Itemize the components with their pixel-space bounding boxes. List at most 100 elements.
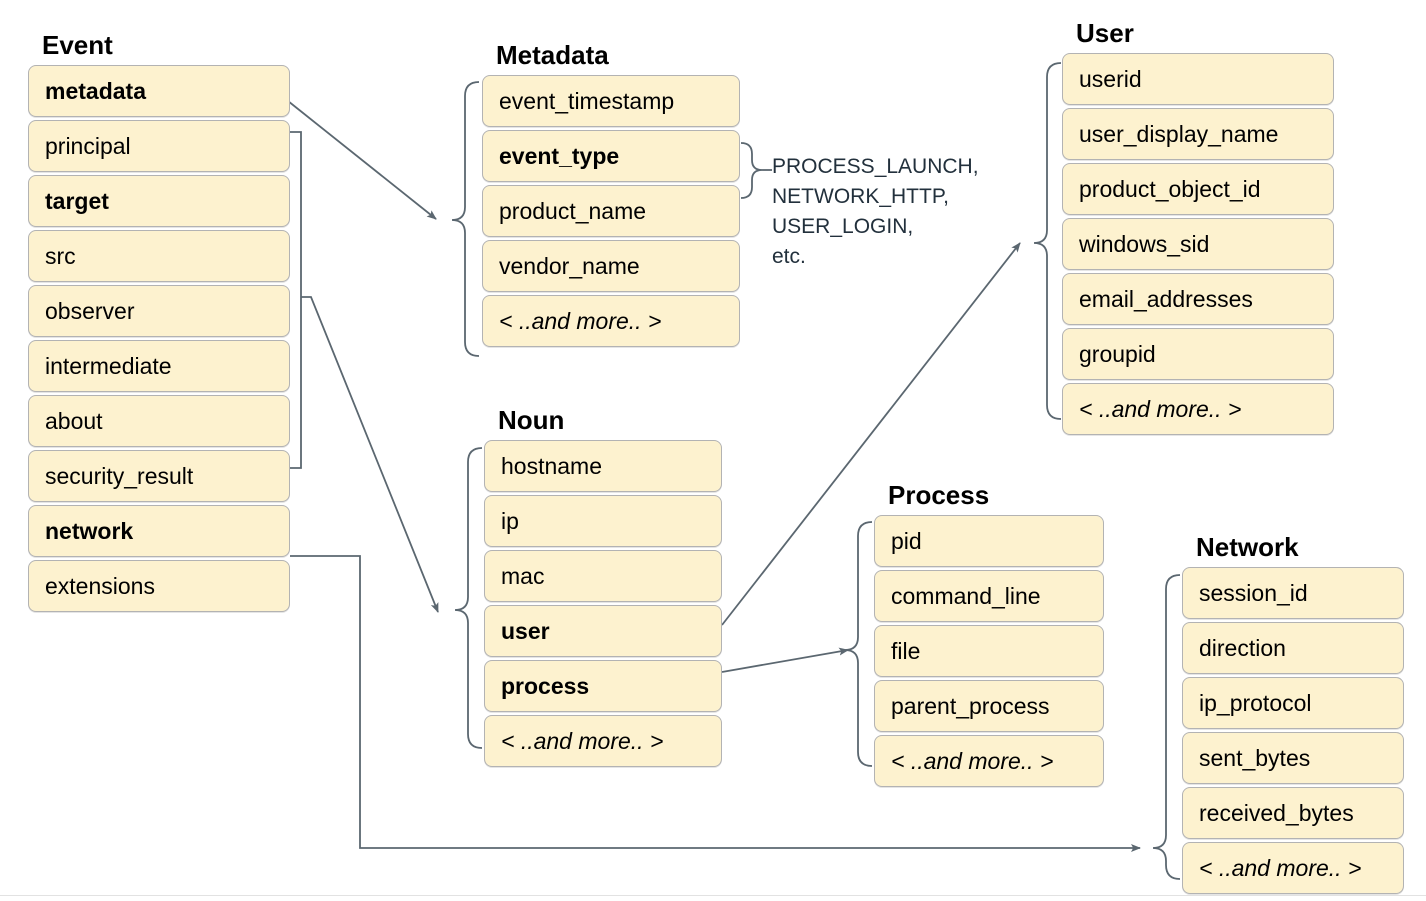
field-user-groupid[interactable]: groupid <box>1062 328 1334 380</box>
field-label: extensions <box>45 572 155 599</box>
field-list-event: metadata principal target src observer i… <box>28 65 290 612</box>
field-metadata-event-timestamp[interactable]: event_timestamp <box>482 75 740 127</box>
field-process-command-line[interactable]: command_line <box>874 570 1104 622</box>
field-noun-ip[interactable]: ip <box>484 495 722 547</box>
group-title-noun: Noun <box>498 405 565 435</box>
field-label: event_type <box>499 142 620 169</box>
field-user-email-addresses[interactable]: email_addresses <box>1062 273 1334 325</box>
field-label: < ..and more.. > <box>891 747 1054 774</box>
field-label: event_timestamp <box>499 87 675 114</box>
field-label: security_result <box>45 462 194 489</box>
field-label: process <box>501 672 590 699</box>
field-event-observer[interactable]: observer <box>28 285 290 337</box>
field-noun-user[interactable]: user <box>484 605 722 657</box>
field-network-session-id[interactable]: session_id <box>1182 567 1404 619</box>
field-event-src[interactable]: src <box>28 230 290 282</box>
field-label: userid <box>1079 65 1142 92</box>
group-process: Process pid command_line file parent_pro… <box>874 482 1104 787</box>
field-label: user_display_name <box>1079 120 1279 147</box>
field-label: product_object_id <box>1079 175 1261 202</box>
field-noun-and-more[interactable]: < ..and more.. > <box>484 715 722 767</box>
field-label: direction <box>1199 634 1286 661</box>
bracket-event-nouns <box>290 131 302 469</box>
field-list-process: pid command_line file parent_process < .… <box>874 515 1104 787</box>
field-user-and-more[interactable]: < ..and more.. > <box>1062 383 1334 435</box>
field-user-userid[interactable]: userid <box>1062 53 1334 105</box>
field-label: groupid <box>1079 340 1156 367</box>
field-label: user <box>501 617 550 644</box>
field-noun-mac[interactable]: mac <box>484 550 722 602</box>
field-process-file[interactable]: file <box>874 625 1104 677</box>
field-list-user: userid user_display_name product_object_… <box>1062 53 1334 435</box>
group-metadata: Metadata event_timestamp event_type prod… <box>482 42 740 347</box>
field-process-and-more[interactable]: < ..and more.. > <box>874 735 1104 787</box>
group-title-process: Process <box>888 480 990 510</box>
field-list-network: session_id direction ip_protocol sent_by… <box>1182 567 1404 894</box>
field-label: about <box>45 407 103 434</box>
field-noun-process[interactable]: process <box>484 660 722 712</box>
group-title-network: Network <box>1196 532 1299 562</box>
field-event-target[interactable]: target <box>28 175 290 227</box>
brace-process-group <box>844 521 873 767</box>
field-event-principal[interactable]: principal <box>28 120 290 172</box>
field-label: src <box>45 242 76 269</box>
field-label: hostname <box>501 452 603 479</box>
field-label: sent_bytes <box>1199 744 1311 771</box>
field-label: ip_protocol <box>1199 689 1312 716</box>
group-title-event: Event <box>42 30 113 60</box>
field-metadata-vendor-name[interactable]: vendor_name <box>482 240 740 292</box>
connector-noun <box>301 296 439 613</box>
group-user: User userid user_display_name product_ob… <box>1062 20 1334 435</box>
field-event-about[interactable]: about <box>28 395 290 447</box>
field-label: received_bytes <box>1199 799 1354 826</box>
field-label: observer <box>45 297 135 324</box>
field-metadata-and-more[interactable]: < ..and more.. > <box>482 295 740 347</box>
footer-divider <box>0 895 1426 896</box>
field-label: < ..and more.. > <box>499 307 662 334</box>
brace-event-type-values <box>740 142 763 199</box>
field-label: command_line <box>891 582 1041 609</box>
field-label: < ..and more.. > <box>501 727 664 754</box>
brace-network-group <box>1152 574 1181 880</box>
connector-process <box>721 647 849 673</box>
field-label: < ..and more.. > <box>1079 395 1242 422</box>
field-label: intermediate <box>45 352 172 379</box>
field-process-pid[interactable]: pid <box>874 515 1104 567</box>
group-network: Network session_id direction ip_protocol… <box>1182 534 1404 894</box>
field-label: ip <box>501 507 519 534</box>
field-label: session_id <box>1199 579 1308 606</box>
field-process-parent-process[interactable]: parent_process <box>874 680 1104 732</box>
field-network-direction[interactable]: direction <box>1182 622 1404 674</box>
field-user-user-display-name[interactable]: user_display_name <box>1062 108 1334 160</box>
group-title-user: User <box>1076 18 1134 48</box>
field-list-noun: hostname ip mac user process < ..and mor… <box>484 440 722 767</box>
field-metadata-product-name[interactable]: product_name <box>482 185 740 237</box>
field-event-extensions[interactable]: extensions <box>28 560 290 612</box>
field-network-sent-bytes[interactable]: sent_bytes <box>1182 732 1404 784</box>
annotation-event-type-values: PROCESS_LAUNCH, NETWORK_HTTP, USER_LOGIN… <box>772 155 979 268</box>
brace-metadata-group <box>451 81 480 357</box>
group-noun: Noun hostname ip mac user process < ..an… <box>484 407 722 767</box>
field-network-and-more[interactable]: < ..and more.. > <box>1182 842 1404 894</box>
field-network-received-bytes[interactable]: received_bytes <box>1182 787 1404 839</box>
field-user-windows-sid[interactable]: windows_sid <box>1062 218 1334 270</box>
connector-metadata <box>287 100 437 220</box>
group-title-metadata: Metadata <box>496 40 609 70</box>
field-event-metadata[interactable]: metadata <box>28 65 290 117</box>
group-event: Event metadata principal target src obse… <box>28 32 290 612</box>
field-event-intermediate[interactable]: intermediate <box>28 340 290 392</box>
field-event-security-result[interactable]: security_result <box>28 450 290 502</box>
field-event-network[interactable]: network <box>28 505 290 557</box>
field-noun-hostname[interactable]: hostname <box>484 440 722 492</box>
field-label: mac <box>501 562 545 589</box>
field-label: network <box>45 517 134 544</box>
field-metadata-event-type[interactable]: event_type <box>482 130 740 182</box>
field-label: principal <box>45 132 131 159</box>
field-label: < ..and more.. > <box>1199 854 1362 881</box>
brace-noun-group <box>454 447 483 749</box>
field-label: vendor_name <box>499 252 640 279</box>
field-network-ip-protocol[interactable]: ip_protocol <box>1182 677 1404 729</box>
field-user-product-object-id[interactable]: product_object_id <box>1062 163 1334 215</box>
field-label: file <box>891 637 921 664</box>
